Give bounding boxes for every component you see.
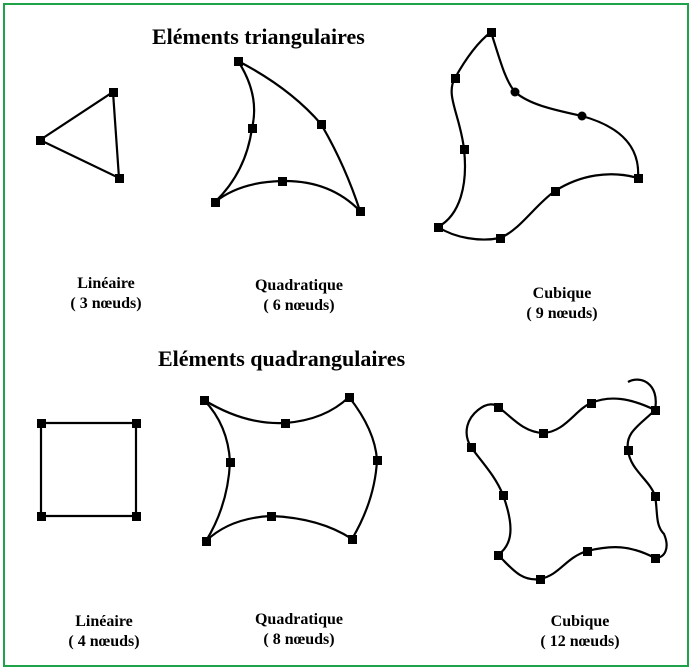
element-name: Cubique — [550, 613, 610, 630]
node — [551, 187, 560, 196]
node — [460, 145, 469, 154]
node — [634, 174, 643, 183]
node-count: ( 6 nœuds) — [263, 297, 335, 314]
node — [499, 491, 508, 500]
node — [651, 406, 660, 415]
node — [281, 419, 290, 428]
node — [348, 535, 357, 544]
node — [37, 512, 46, 521]
tri-cubic-element — [434, 28, 643, 243]
caption-tri-cubic: Cubique ( 9 nœuds) — [482, 284, 642, 324]
node — [317, 120, 326, 129]
element-name: Quadratique — [254, 277, 343, 294]
tri-quadratic-element — [211, 57, 365, 216]
node — [36, 136, 45, 145]
element-name: Cubique — [532, 285, 592, 302]
node — [211, 198, 220, 207]
node — [226, 458, 235, 467]
node — [200, 396, 209, 405]
element-name: Linéaire — [75, 613, 133, 630]
node — [587, 399, 596, 408]
node — [539, 429, 548, 438]
node — [583, 547, 592, 556]
node — [651, 492, 660, 501]
node-count: ( 4 nœuds) — [68, 633, 140, 650]
quad-quadratic-element — [200, 393, 382, 546]
node-count: ( 8 nœuds) — [263, 631, 335, 648]
node — [115, 174, 124, 183]
node — [536, 575, 545, 584]
caption-quad-linear: Linéaire ( 4 nœuds) — [24, 612, 184, 652]
section-title-triangular: Eléments triangulaires — [152, 24, 365, 49]
element-name: Linéaire — [77, 275, 135, 292]
caption-tri-linear: Linéaire ( 3 nœuds) — [26, 274, 186, 314]
node — [37, 419, 46, 428]
node — [467, 443, 476, 452]
node — [267, 512, 276, 521]
quad-linear-element — [37, 419, 141, 521]
node-count: ( 9 nœuds) — [526, 305, 598, 322]
quad-cubic-element — [465, 378, 668, 584]
node — [373, 456, 382, 465]
node — [577, 111, 587, 121]
node — [132, 512, 141, 521]
caption-tri-quadratic: Quadratique ( 6 nœuds) — [219, 276, 379, 316]
caption-quad-cubic: Cubique ( 12 nœuds) — [500, 612, 660, 652]
node — [434, 223, 443, 232]
node — [496, 234, 505, 243]
node — [451, 74, 460, 83]
node — [109, 88, 118, 97]
node — [624, 446, 633, 455]
section-title-quadrangular: Eléments quadrangulaires — [158, 346, 406, 371]
node-count: ( 12 nœuds) — [540, 633, 620, 650]
node — [651, 554, 660, 563]
element-name: Quadratique — [254, 611, 343, 628]
node — [345, 393, 354, 402]
node — [487, 28, 496, 37]
node — [132, 419, 141, 428]
node — [248, 124, 257, 133]
node — [494, 551, 503, 560]
node — [356, 207, 365, 216]
tri-linear-element — [36, 88, 124, 183]
node — [510, 87, 520, 97]
node-count: ( 3 nœuds) — [70, 295, 142, 312]
node — [494, 403, 503, 412]
node — [202, 537, 211, 546]
node — [278, 177, 287, 186]
caption-quad-quadratic: Quadratique ( 8 nœuds) — [219, 610, 379, 650]
node — [234, 57, 243, 66]
